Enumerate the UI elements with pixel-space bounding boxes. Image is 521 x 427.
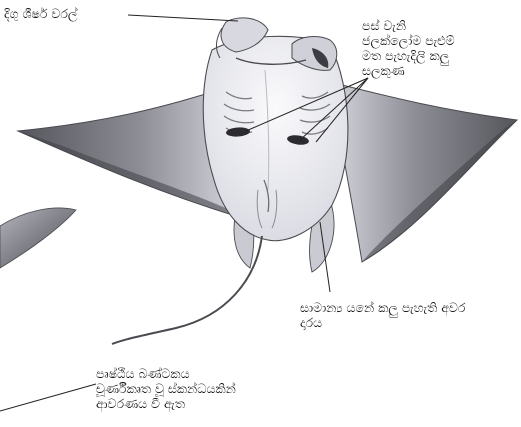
label-stinger-line-3: ආවරණය වී ඇත [96,396,236,411]
right-pectoral-fin [330,82,517,262]
label-cephalic-fin-text: දිගු ශීර්ෂ වරල් [4,6,77,21]
label-gill-spots-line-2: ජලක්ලෝම පැළුම් [362,33,455,48]
label-trailing-edge-line-1: සාමාන්‍ය යනේ කලු පැහැති අවර [300,300,465,315]
label-gill-spots-line-1: පස් වැනි [362,18,455,33]
label-stinger-line-1: පෘෂ්ඨීය බණ්ටකය [96,366,236,381]
label-gill-spots-line-3: මත පැහැදිලි කලු [362,48,455,63]
label-trailing-edge: සාමාන්‍ය යනේ කලු පැහැති අවර දාරය [300,300,465,330]
label-trailing-edge-line-2: දාරය [300,315,465,330]
label-stinger-line-2: චූර්ණීකෘත වූ ස්කන්ධයකින් [96,381,236,396]
label-cephalic-fin: දිගු ශීර්ෂ වරල් [4,6,77,21]
label-gill-spots-line-4: සලකුණ [362,63,455,78]
label-stinger: පෘෂ්ඨීය බණ්ටකය චූර්ණීකෘත වූ ස්කන්ධයකින් … [96,366,236,411]
label-gill-spots: පස් වැනි ජලක්ලෝම පැළුම් මත පැහැදිලි කලු … [362,18,455,78]
background-ray-fin [0,208,76,268]
leader-cephalic-fin [128,15,238,21]
leader-stinger [0,384,96,411]
